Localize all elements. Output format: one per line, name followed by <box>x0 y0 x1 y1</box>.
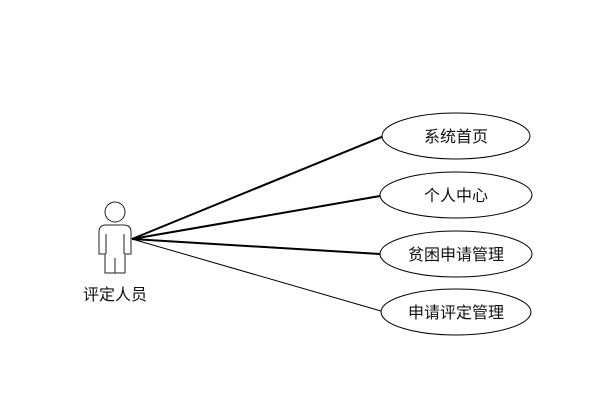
use-case-ellipse-3 <box>379 230 533 278</box>
use-case-ellipse-2 <box>379 171 533 219</box>
actor-label: 评定人员 <box>83 285 147 304</box>
use-case-ellipse-4 <box>380 288 532 336</box>
actor-body <box>98 224 132 274</box>
association-line-2 <box>131 195 381 240</box>
use-case-ellipse-1 <box>381 112 531 160</box>
use-case-label-1: 系统首页 <box>424 127 488 146</box>
use-case-3: 贫困申请管理 <box>379 230 533 278</box>
use-case-label-3: 贫困申请管理 <box>408 245 504 264</box>
use-case-label-4: 申请评定管理 <box>408 303 504 322</box>
associations <box>131 135 385 312</box>
association-line-4 <box>131 238 382 312</box>
use-case-2: 个人中心 <box>379 171 533 219</box>
actor-figure <box>98 201 132 274</box>
use-case-label-2: 个人中心 <box>424 186 488 205</box>
association-line-3 <box>131 238 381 255</box>
actor-head <box>104 201 126 223</box>
use-case-1: 系统首页 <box>381 112 531 160</box>
use-case-4: 申请评定管理 <box>380 288 532 336</box>
association-line-1 <box>131 135 385 240</box>
